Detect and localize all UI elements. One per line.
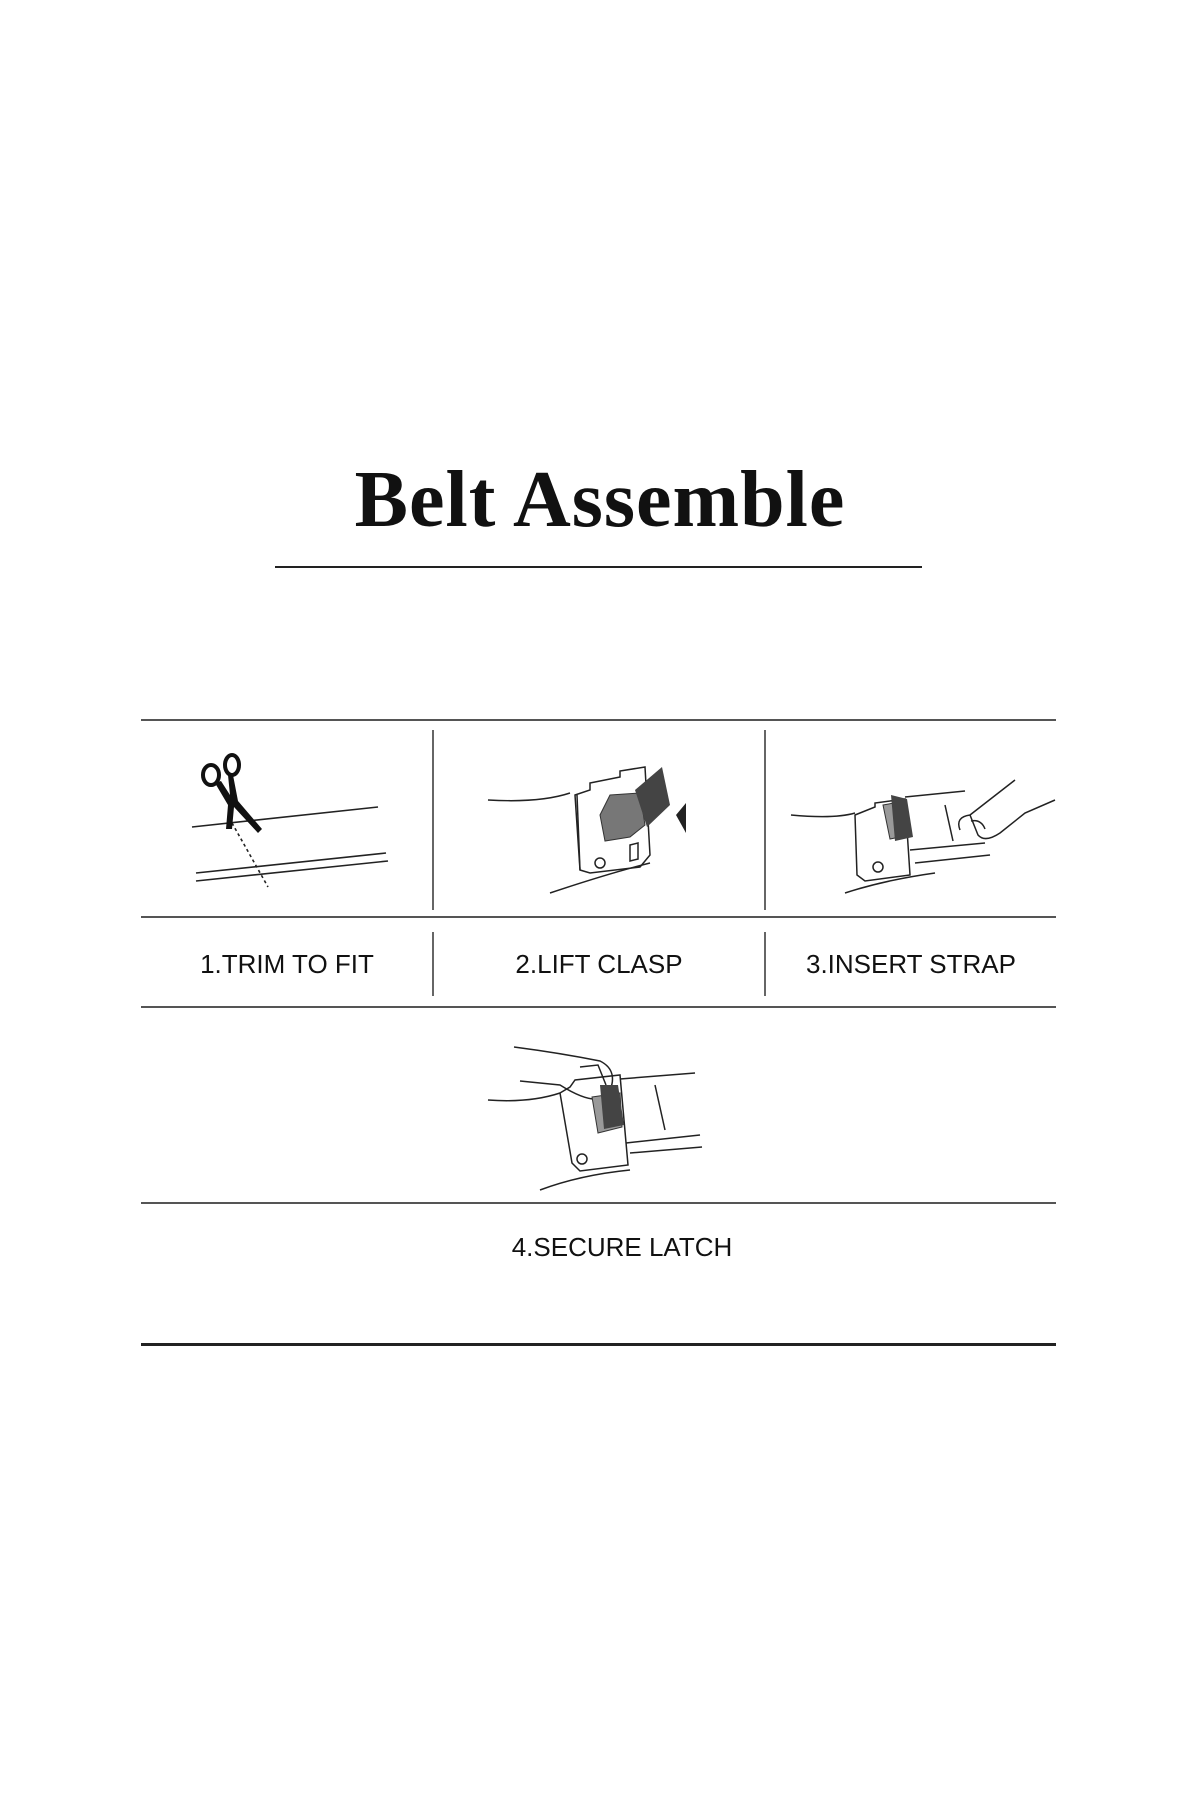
divider-bottom	[141, 1343, 1056, 1346]
divider	[141, 1202, 1056, 1204]
divider-vertical	[432, 730, 434, 910]
page-title: Belt Assemble	[354, 456, 846, 544]
step-label-lift-clasp: 2.LIFT CLASP	[515, 949, 683, 979]
secure-latch-icon	[487, 1046, 703, 1191]
divider-top	[141, 719, 1056, 721]
step-label-secure-latch: 4.SECURE LATCH	[511, 1232, 733, 1262]
divider-vertical	[432, 932, 434, 996]
divider-vertical	[764, 730, 766, 910]
step-label-insert-strap: 3.INSERT STRAP	[806, 949, 1016, 979]
divider	[141, 916, 1056, 918]
lift-clasp-icon	[487, 766, 686, 894]
divider	[141, 1006, 1056, 1008]
divider-vertical	[764, 932, 766, 996]
insert-strap-icon	[790, 779, 1056, 894]
step-label-trim-to-fit: 1.TRIM TO FIT	[200, 949, 374, 979]
title-underline	[275, 566, 922, 568]
scissors-trim-icon	[191, 753, 389, 888]
